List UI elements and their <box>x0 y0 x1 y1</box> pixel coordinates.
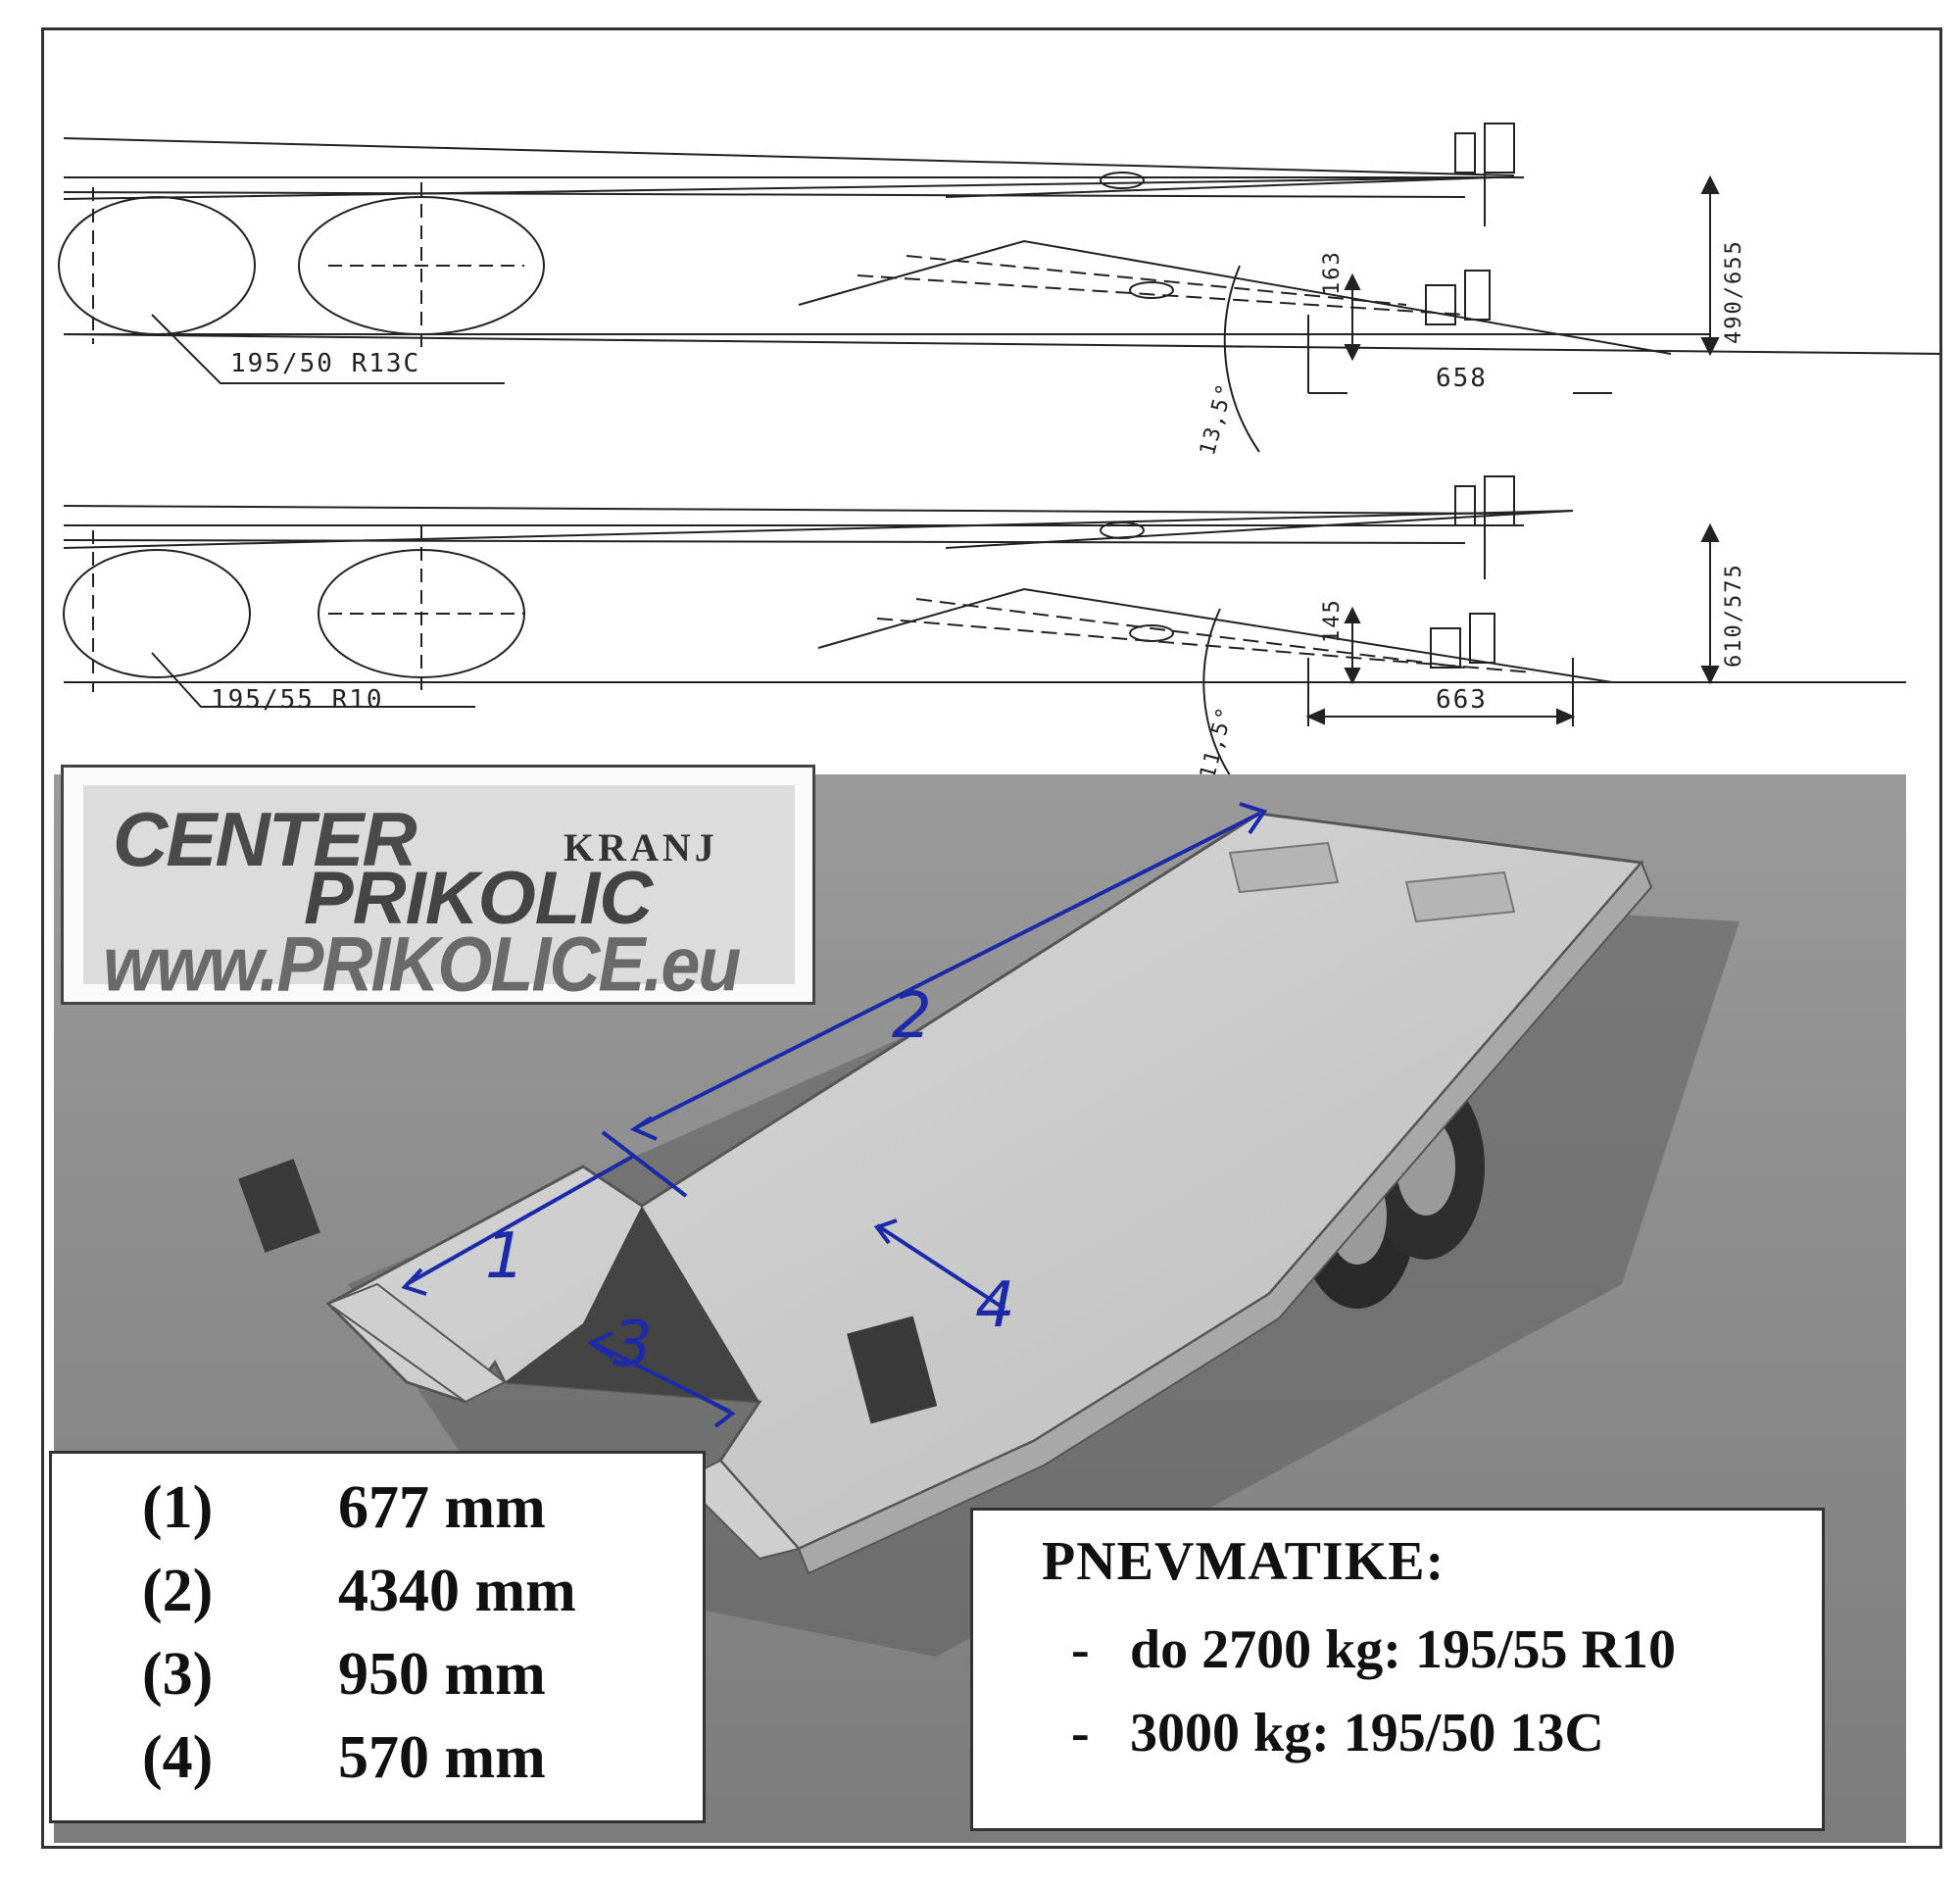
logo-prikolic-text: PRIKOLIC <box>304 857 653 940</box>
bottom-tyre-label: 195/55 R10 <box>211 685 384 715</box>
dimension-label: (3) <box>142 1641 214 1708</box>
dimension-row-4: (4) 570 mm <box>142 1723 546 1793</box>
logo-url-text: www.PRIKOLICE.eu <box>103 921 741 1009</box>
photo-mark-2: 2 <box>892 980 932 1053</box>
top-ramp-length-label: 658 <box>1436 364 1488 393</box>
photo-mark-3: 3 <box>612 1309 653 1381</box>
dimension-label: (2) <box>142 1558 214 1624</box>
logo-background: CENTER KRANJ PRIKOLIC www.PRIKOLICE.eu <box>83 785 795 1008</box>
dimension-value: 570 mm <box>338 1724 546 1791</box>
tyre-text: 3000 kg: 195/50 13C <box>1130 1703 1604 1763</box>
dimension-value: 950 mm <box>338 1641 546 1708</box>
photo-mark-1: 1 <box>485 1220 525 1293</box>
dimension-label: (4) <box>142 1724 214 1791</box>
dimension-label: (1) <box>142 1474 214 1541</box>
technical-drawing: 195/50 R13C 490/655 163 658 13,5° 195/55… <box>44 30 1939 781</box>
dimension-row-2: (2) 4340 mm <box>142 1557 576 1626</box>
top-tyre-label: 195/50 R13C <box>230 349 421 378</box>
tyre-line-2: -3000 kg: 195/50 13C <box>1071 1702 1604 1764</box>
photo-mark-4: 4 <box>975 1269 1015 1342</box>
dimension-value: 4340 mm <box>338 1558 576 1624</box>
tyre-text: do 2700 kg: 195/55 R10 <box>1130 1619 1676 1680</box>
tyre-dash: - <box>1071 1619 1090 1680</box>
tyre-line-1: -do 2700 kg: 195/55 R10 <box>1071 1618 1676 1681</box>
drawing-lines <box>58 123 1939 775</box>
dimension-row-3: (3) 950 mm <box>142 1640 546 1710</box>
bottom-ramp-height-label: 145 <box>1320 598 1345 643</box>
logo-city-text: KRANJ <box>564 825 718 869</box>
dimensions-box: (1) 677 mm (2) 4340 mm (3) 950 mm (4) 570 mm <box>49 1451 706 1823</box>
tyre-dash: - <box>1071 1703 1090 1763</box>
bottom-ramp-length-label: 663 <box>1436 685 1488 715</box>
tyres-title: PNEVMATIKE: <box>1042 1531 1446 1592</box>
logo-center-text: CENTER <box>113 796 417 882</box>
dimension-value: 677 mm <box>338 1474 546 1541</box>
dimension-row-1: (1) 677 mm <box>142 1473 546 1543</box>
top-height-label: 490/655 <box>1722 239 1746 344</box>
tyres-box: PNEVMATIKE: -do 2700 kg: 195/55 R10 -300… <box>970 1508 1825 1831</box>
top-ramp-height-label: 163 <box>1320 250 1345 295</box>
company-logo: CENTER KRANJ PRIKOLIC www.PRIKOLICE.eu <box>61 765 815 1008</box>
bottom-height-label: 610/575 <box>1722 563 1746 668</box>
